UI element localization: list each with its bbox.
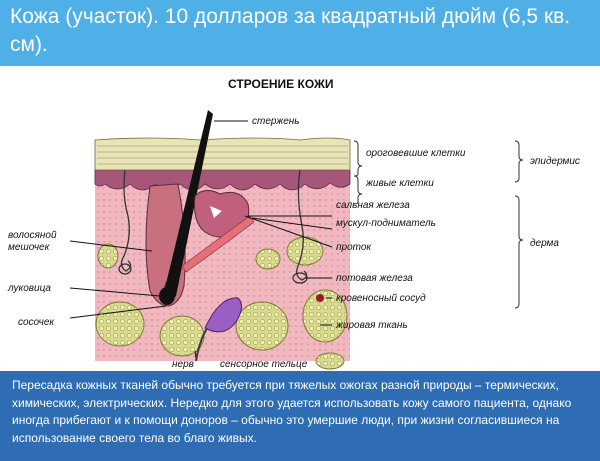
hair-bulb <box>159 287 175 305</box>
label-epidermis: эпидермис <box>530 156 580 167</box>
label-sebaceous-gland: сальная железа <box>336 200 410 211</box>
label-hair-follicle-line1: волосяной <box>8 230 57 241</box>
page-title: Кожа (участок). 10 долларов за квадратны… <box>0 0 600 66</box>
label-keratinized-cells: ороговевшие клетки <box>366 148 466 159</box>
label-dermis: дерма <box>530 238 559 249</box>
caption-text: Пересадка кожных тканей обычно требуется… <box>0 371 600 461</box>
arrector-muscle <box>181 215 255 273</box>
hair-shaft <box>162 110 213 301</box>
keratinized-layer <box>94 137 351 171</box>
skin-block <box>94 110 351 370</box>
label-bulb: луковица <box>7 283 51 294</box>
label-fat-tissue: жировая ткань <box>335 320 408 331</box>
label-sweat-gland: потовая железа <box>336 273 413 284</box>
diagram-heading: СТРОЕНИЕ КОЖИ <box>228 77 333 91</box>
label-sensory-body: сенсорное тельце <box>220 359 308 370</box>
sensory-body <box>204 297 242 333</box>
diagram-panel: СТРОЕНИЕ КОЖИ <box>0 66 600 371</box>
label-arrector-muscle: мускул-подниматель <box>336 218 436 229</box>
label-hair-follicle-line2: мешочек <box>8 242 51 253</box>
label-shaft: стержень <box>252 116 300 127</box>
leader-lines <box>69 120 333 359</box>
skin-structure-diagram: СТРОЕНИЕ КОЖИ <box>7 77 580 370</box>
label-nerve: нерв <box>172 359 194 370</box>
label-blood-vessel: кровеносный сосуд <box>336 293 426 304</box>
label-duct: проток <box>336 242 372 253</box>
blood-vessel <box>316 294 324 302</box>
living-cells-layer <box>94 169 351 191</box>
sweat-gland <box>118 169 308 284</box>
fat-tissue <box>95 236 348 370</box>
label-papilla: сосочек <box>18 317 55 328</box>
label-living-cells: живые клетки <box>365 178 434 189</box>
